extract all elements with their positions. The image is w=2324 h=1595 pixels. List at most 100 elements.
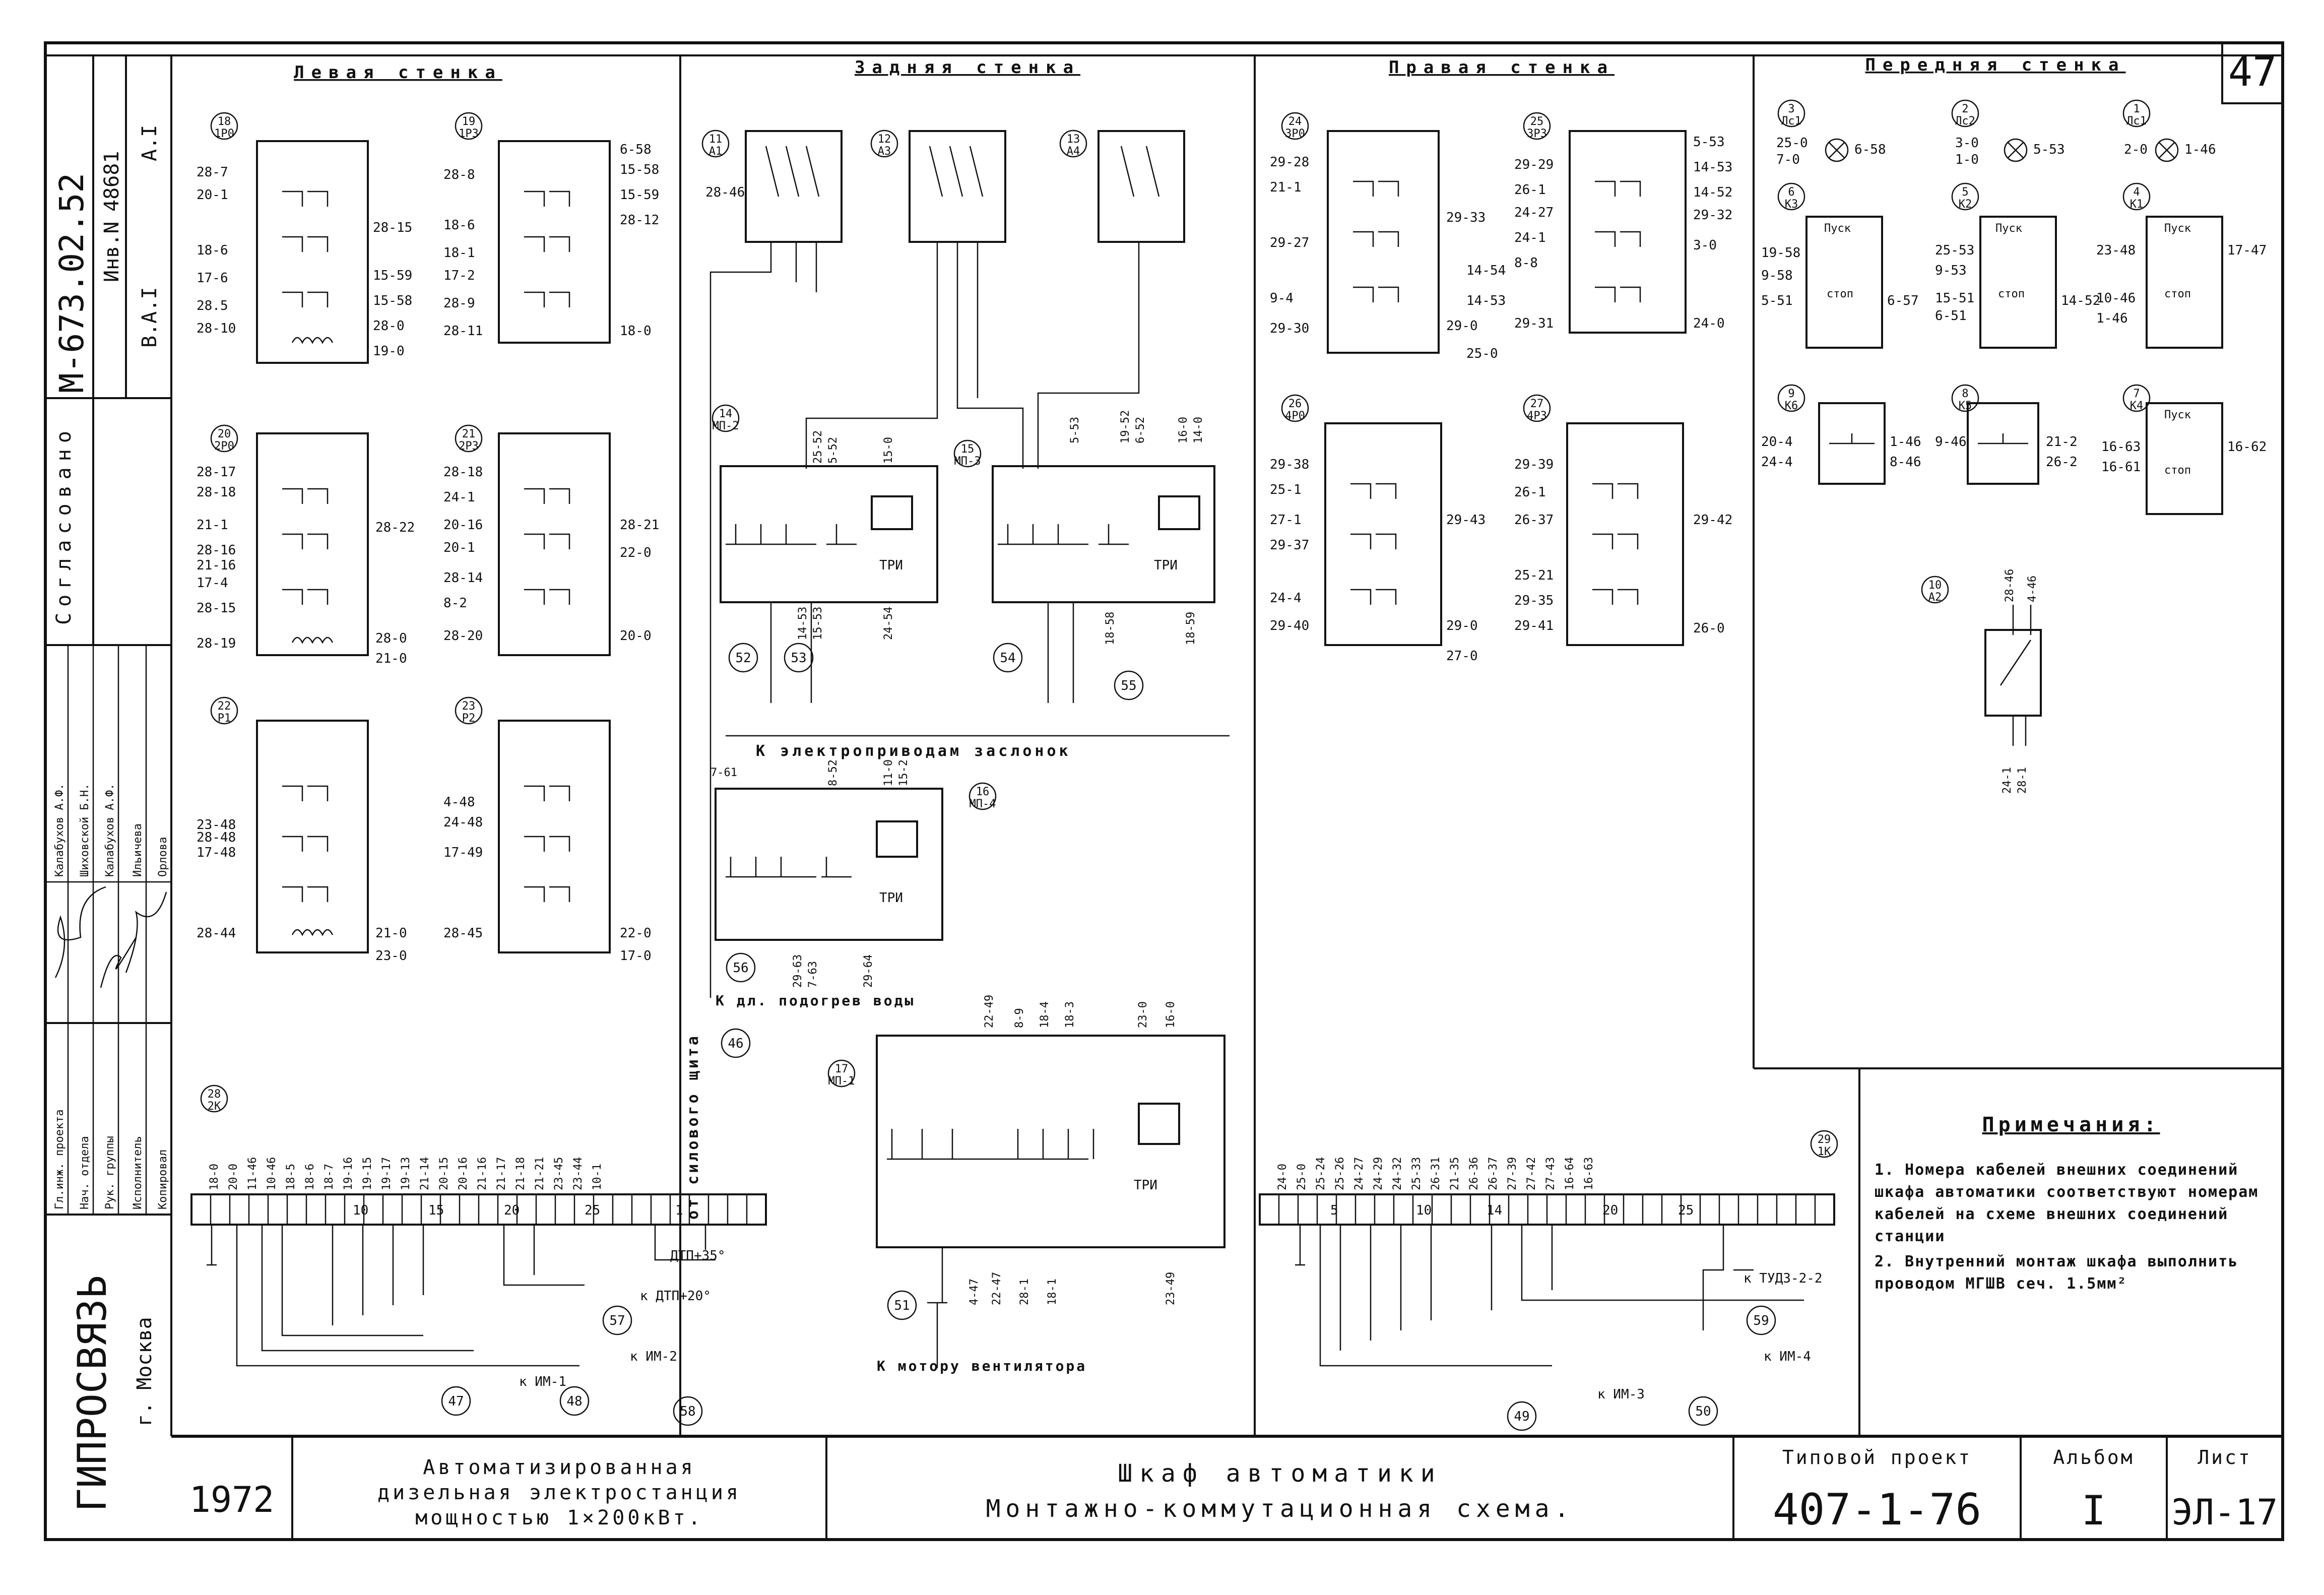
svg-text:МП-1: МП-1 xyxy=(828,1075,855,1088)
svg-text:16-0: 16-0 xyxy=(1177,417,1190,443)
starter-15: 15 МП-3 ТРИ 5-53 19-52 6-52 16-0 14-0 18… xyxy=(953,410,1215,645)
svg-text:17-49: 17-49 xyxy=(443,845,483,860)
svg-text:14-52: 14-52 xyxy=(2061,293,2100,308)
relay-27: 27 4Р3 29-39 26-1 26-37 25-21 29-35 29-4… xyxy=(1514,394,1732,646)
svg-text:Шкаф автоматики: Шкаф автоматики xyxy=(1118,1459,1442,1488)
svg-text:21-1: 21-1 xyxy=(197,518,228,533)
svg-text:25-1: 25-1 xyxy=(1270,482,1302,497)
svg-text:19: 19 xyxy=(462,115,476,128)
svg-text:28-20: 28-20 xyxy=(443,628,483,644)
svg-text:Типовой проект: Типовой проект xyxy=(1782,1446,1972,1469)
svg-text:27-0: 27-0 xyxy=(1446,649,1478,664)
svg-text:29-29: 29-29 xyxy=(1514,157,1554,172)
button-8: 8 К5 9-46 21-2 26-2 xyxy=(1935,384,2078,485)
relay-19: 19 1Р3 28-8 18-6 18-1 17-2 28-9 28-11 6-… xyxy=(443,112,659,344)
svg-text:25: 25 xyxy=(1678,1203,1694,1218)
svg-text:27: 27 xyxy=(1530,398,1544,410)
svg-text:20: 20 xyxy=(504,1203,520,1218)
svg-text:9: 9 xyxy=(1788,388,1794,400)
svg-text:25-0: 25-0 xyxy=(1466,346,1498,361)
svg-text:18-1: 18-1 xyxy=(443,245,475,261)
svg-text:А1: А1 xyxy=(709,145,723,158)
svg-text:15-51: 15-51 xyxy=(1935,291,1974,306)
year: 1972 xyxy=(189,1479,275,1520)
svg-text:49: 49 xyxy=(1514,1409,1529,1424)
svg-text:29-63: 29-63 xyxy=(792,954,804,988)
button-5: 5 К2 Пуск стоп 25-53 9-53 15-51 6-51 14-… xyxy=(1935,182,2100,349)
svg-text:22-47: 22-47 xyxy=(991,1272,1003,1305)
svg-text:21-0: 21-0 xyxy=(375,651,407,666)
svg-text:4-47: 4-47 xyxy=(968,1279,981,1305)
tb28-wire-label: 19-17 xyxy=(380,1157,393,1190)
relay-24: 24 3Р0 29-28 21-1 29-27 9-4 29-30 29-33 … xyxy=(1270,112,1506,361)
tb29-wire-label: 25-26 xyxy=(1334,1157,1346,1190)
svg-text:9-53: 9-53 xyxy=(1935,263,1967,278)
svg-text:22-49: 22-49 xyxy=(983,995,996,1028)
svg-text:10: 10 xyxy=(1416,1203,1432,1218)
svg-text:28: 28 xyxy=(208,1088,221,1101)
from-power-panel-label: от силового щита xyxy=(684,1034,702,1220)
svg-text:1-46: 1-46 xyxy=(1890,434,1921,450)
svg-text:3Р3: 3Р3 xyxy=(1527,127,1547,140)
svg-text:28-18: 28-18 xyxy=(197,485,236,500)
svg-text:стоп: стоп xyxy=(2164,288,2191,300)
svg-text:28-46: 28-46 xyxy=(2004,569,2016,602)
left-wall-relays: 18 1Р0 28-7 20-1 18-6 17-6 28.5 28-10 28… xyxy=(197,112,659,964)
svg-text:29-30: 29-30 xyxy=(1270,321,1309,336)
svg-text:48: 48 xyxy=(566,1394,582,1409)
notes-block: Примечания: 1. Номера кабелей внешних со… xyxy=(1875,1113,2257,1293)
svg-text:17-48: 17-48 xyxy=(197,845,236,860)
svg-text:3Р0: 3Р0 xyxy=(1285,127,1305,140)
tb29-wire-label: 25-33 xyxy=(1410,1157,1423,1190)
svg-text:25-0: 25-0 xyxy=(1776,136,1808,151)
svg-text:26: 26 xyxy=(1288,398,1302,410)
svg-text:Лс2: Лс2 xyxy=(1955,115,1975,127)
svg-text:1: 1 xyxy=(675,1203,683,1218)
svg-text:55: 55 xyxy=(1121,678,1136,693)
svg-text:52: 52 xyxy=(735,651,751,666)
svg-text:8-2: 8-2 xyxy=(443,596,467,611)
svg-text:К5: К5 xyxy=(1959,400,1972,412)
svg-text:15-59: 15-59 xyxy=(620,187,659,203)
relay-25: 25 3Р3 29-29 26-1 24-27 24-1 8-8 29-31 5… xyxy=(1514,112,1732,334)
svg-text:16-62: 16-62 xyxy=(2227,439,2267,455)
svg-text:15-59: 15-59 xyxy=(373,268,412,283)
svg-text:Р1: Р1 xyxy=(218,712,231,725)
tb29-wire-label: 24-27 xyxy=(1353,1157,1366,1190)
svg-text:5: 5 xyxy=(1962,186,1968,199)
svg-text:18-59: 18-59 xyxy=(1185,612,1197,645)
svg-text:28-22: 28-22 xyxy=(375,520,415,535)
svg-text:6: 6 xyxy=(1788,186,1794,199)
svg-text:2Р3: 2Р3 xyxy=(459,440,479,453)
svg-text:ТРИ: ТРИ xyxy=(879,890,903,906)
svg-text:28-44: 28-44 xyxy=(197,926,236,941)
svg-text:25-53: 25-53 xyxy=(1935,243,1974,258)
svg-text:21-1: 21-1 xyxy=(1270,180,1302,195)
svg-text:10-46: 10-46 xyxy=(2096,291,2136,306)
svg-text:6-57: 6-57 xyxy=(1887,293,1919,308)
back-wall-wiring xyxy=(709,242,1140,998)
svg-text:24-1: 24-1 xyxy=(2001,767,2014,794)
relay-26: 26 4Р0 29-38 25-1 27-1 29-37 24-4 29-40 … xyxy=(1270,394,1486,664)
svg-text:К1: К1 xyxy=(2130,198,2144,211)
svg-text:15-0: 15-0 xyxy=(882,437,895,464)
tb29-wire-label: 24-0 xyxy=(1276,1164,1289,1190)
svg-text:14-53: 14-53 xyxy=(1466,293,1506,308)
inv-number: 48681 xyxy=(100,151,123,212)
svg-text:28-17: 28-17 xyxy=(197,465,236,480)
tb28-wire-label: 18-6 xyxy=(304,1164,316,1190)
tb28-wire-label: 18-5 xyxy=(285,1164,297,1190)
svg-text:28-11: 28-11 xyxy=(443,324,483,339)
svg-text:28-48: 28-48 xyxy=(197,830,236,845)
svg-text:58: 58 xyxy=(680,1404,695,1419)
signature-mark-2 xyxy=(125,891,167,973)
role-0: Гл.инж. проекта xyxy=(53,1109,66,1209)
tb28-wire-label: 18-0 xyxy=(208,1164,221,1190)
agreed-label: Согласовано xyxy=(52,425,76,625)
svg-text:23-49: 23-49 xyxy=(1165,1272,1177,1305)
svg-text:29-39: 29-39 xyxy=(1514,457,1554,472)
cable-46-label: 46 xyxy=(728,1036,743,1051)
svg-text:28-0: 28-0 xyxy=(373,318,405,334)
